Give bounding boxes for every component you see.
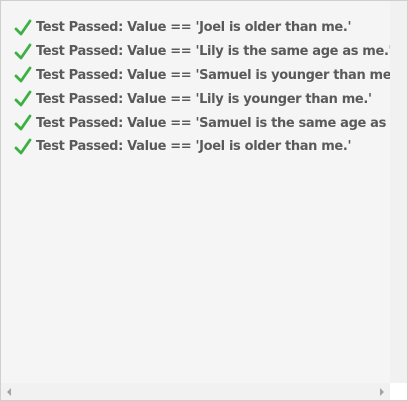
result-row: Test Passed: Value == 'Joel is older tha… <box>13 16 390 40</box>
result-row: Test Passed: Value == 'Samuel is younger… <box>13 64 400 88</box>
check-icon <box>13 65 33 85</box>
result-row: Test Passed: Value == 'Samuel is the sam… <box>13 111 407 135</box>
scrollbar-corner <box>390 383 407 400</box>
check-icon <box>13 137 33 157</box>
result-text: Test Passed: Value == 'Joel is older tha… <box>36 20 352 36</box>
check-icon <box>13 42 33 62</box>
result-text: Test Passed: Value == 'Lily is younger t… <box>36 91 372 107</box>
result-row: Test Passed: Value == 'Lily is younger t… <box>13 87 390 111</box>
scroll-left-arrow-icon[interactable] <box>7 388 11 396</box>
result-row: Test Passed: Value == 'Joel is older tha… <box>13 135 390 159</box>
check-icon <box>13 113 33 133</box>
check-icon <box>13 89 33 109</box>
result-row: Test Passed: Value == 'Lily is the same … <box>13 40 393 64</box>
result-text: Test Passed: Value == 'Samuel is younger… <box>36 67 400 83</box>
result-text: Test Passed: Value == 'Lily is the same … <box>36 44 393 60</box>
horizontal-scrollbar[interactable] <box>1 383 390 400</box>
vertical-scrollbar[interactable] <box>390 1 407 383</box>
result-text: Test Passed: Value == 'Joel is older tha… <box>36 139 352 155</box>
scroll-right-arrow-icon[interactable] <box>380 388 384 396</box>
result-text: Test Passed: Value == 'Samuel is the sam… <box>36 115 408 131</box>
test-results-list: Test Passed: Value == 'Joel is older tha… <box>1 1 407 383</box>
check-icon <box>13 18 33 38</box>
